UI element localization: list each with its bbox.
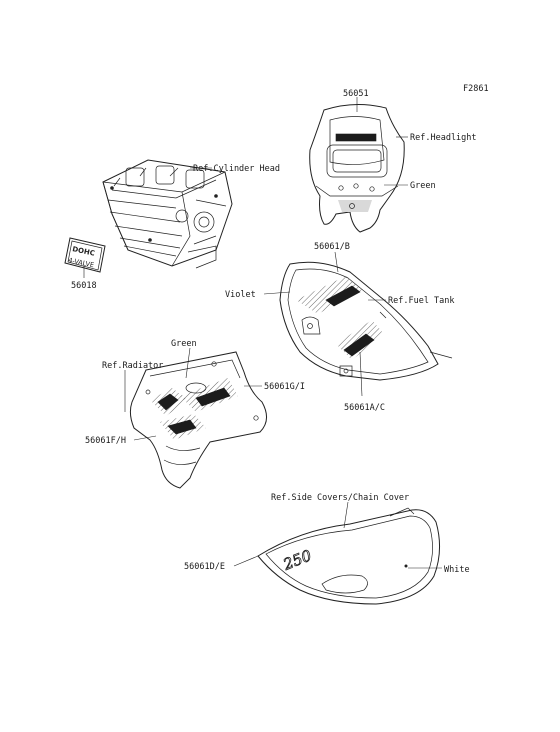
fuel-tank-ref-label: Ref.Fuel Tank xyxy=(388,296,455,306)
fuel-tank-decal-drawing xyxy=(279,261,453,381)
side-cover-color-label: White xyxy=(444,565,470,575)
radiator-color-label: Green xyxy=(171,339,197,349)
figure-code: F2861 xyxy=(463,84,489,94)
cylinder-head-ref-label: Ref.Cylinder Head xyxy=(193,164,280,174)
side-cover-part-number: 56061D/E xyxy=(184,562,225,572)
emblem-text-top: DOHC xyxy=(72,245,96,258)
radiator-part-number-left: 56061F/H xyxy=(85,436,126,446)
side-cover-ref-label: Ref.Side Covers/Chain Cover xyxy=(271,493,409,503)
radiator-shroud-decal-drawing xyxy=(129,351,267,489)
fuel-tank-part-number-upper: 56061/B xyxy=(314,242,350,252)
headlight-color-label: Green xyxy=(410,181,436,191)
emblem-part-number: 56018 xyxy=(71,281,97,291)
side-cover-decal-drawing: 250 xyxy=(257,507,440,605)
headlight-part-number: 56051 xyxy=(343,89,369,99)
headlight-cover-drawing xyxy=(309,104,405,233)
radiator-part-number-right: 56061G/I xyxy=(264,382,305,392)
radiator-ref-label: Ref.Radiator xyxy=(102,361,163,371)
fuel-tank-part-number-lower: 56061A/C xyxy=(344,403,385,413)
cylinder-head-drawing xyxy=(102,159,233,269)
side-cover-logo-text: 250 xyxy=(280,546,315,574)
dohc-4-valve-emblem: DOHC 4-VALVE xyxy=(64,237,106,273)
fuel-tank-color-label: Violet xyxy=(225,290,256,300)
headlight-ref-label: Ref.Headlight xyxy=(410,133,477,143)
